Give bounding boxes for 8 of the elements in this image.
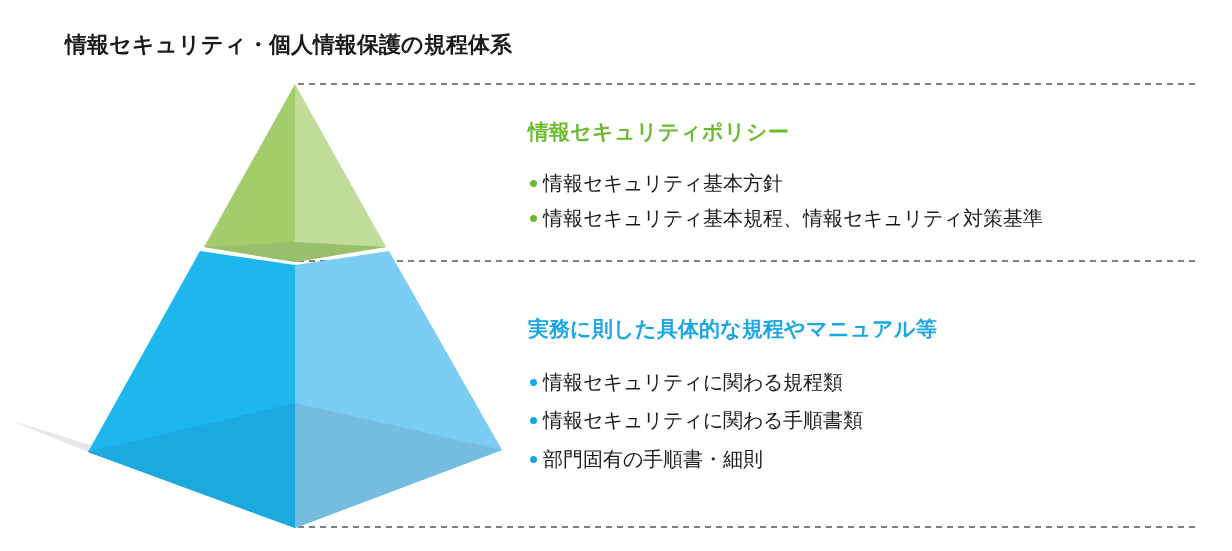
section-heading: 情報セキュリティポリシー bbox=[528, 119, 789, 146]
bullet-item: 情報セキュリティ基本規程、情報セキュリティ対策基準 bbox=[543, 205, 1043, 232]
diagram-title: 情報セキュリティ・個人情報保護の規程体系 bbox=[65, 31, 512, 59]
bullet-item: 情報セキュリティに関わる手順書類 bbox=[543, 407, 863, 434]
bullet-item: 情報セキュリティ基本方針 bbox=[543, 170, 783, 197]
bullet-item: 情報セキュリティに関わる規程類 bbox=[543, 369, 843, 396]
section-heading: 実務に則した具体的な規程やマニュアル等 bbox=[528, 316, 937, 343]
bullet-item: 部門固有の手順書・細則 bbox=[543, 446, 763, 473]
